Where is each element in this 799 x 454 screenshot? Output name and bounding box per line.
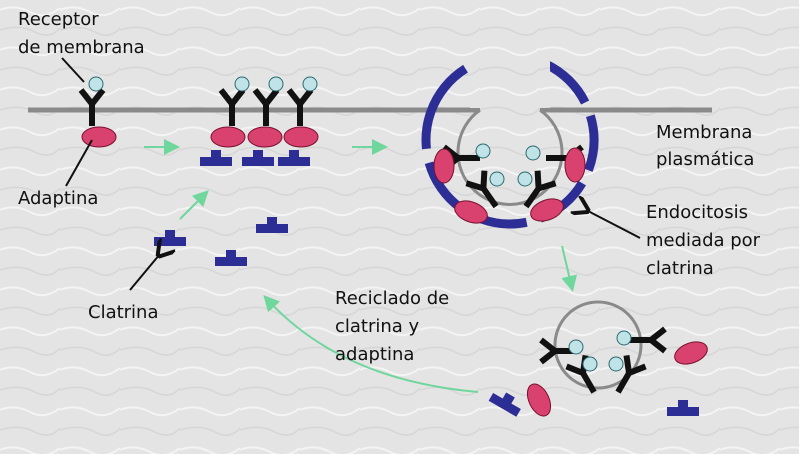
label-receptor-1: Receptor bbox=[18, 9, 99, 30]
label-membrana-2: plasmática bbox=[656, 149, 754, 170]
label-endocitosis-1: Endocitosis bbox=[646, 202, 748, 223]
pointer-lines bbox=[61, 57, 641, 291]
label-receptor-2: de membrana bbox=[18, 37, 145, 58]
label-endocitosis-2: mediada por bbox=[646, 230, 761, 251]
label-reciclado-1: Reciclado de bbox=[335, 288, 449, 309]
label-reciclado-2: clatrina y bbox=[335, 316, 420, 337]
label-adaptina: Adaptina bbox=[18, 188, 98, 209]
label-clatrina: Clatrina bbox=[88, 302, 159, 323]
label-endocitosis-3: clatrina bbox=[646, 258, 714, 279]
coated-pit bbox=[421, 40, 599, 229]
vesicle bbox=[541, 300, 665, 398]
label-reciclado-3: adaptina bbox=[335, 344, 414, 365]
label-membrana-1: Membrana bbox=[656, 122, 752, 143]
green-arrows bbox=[144, 139, 578, 393]
